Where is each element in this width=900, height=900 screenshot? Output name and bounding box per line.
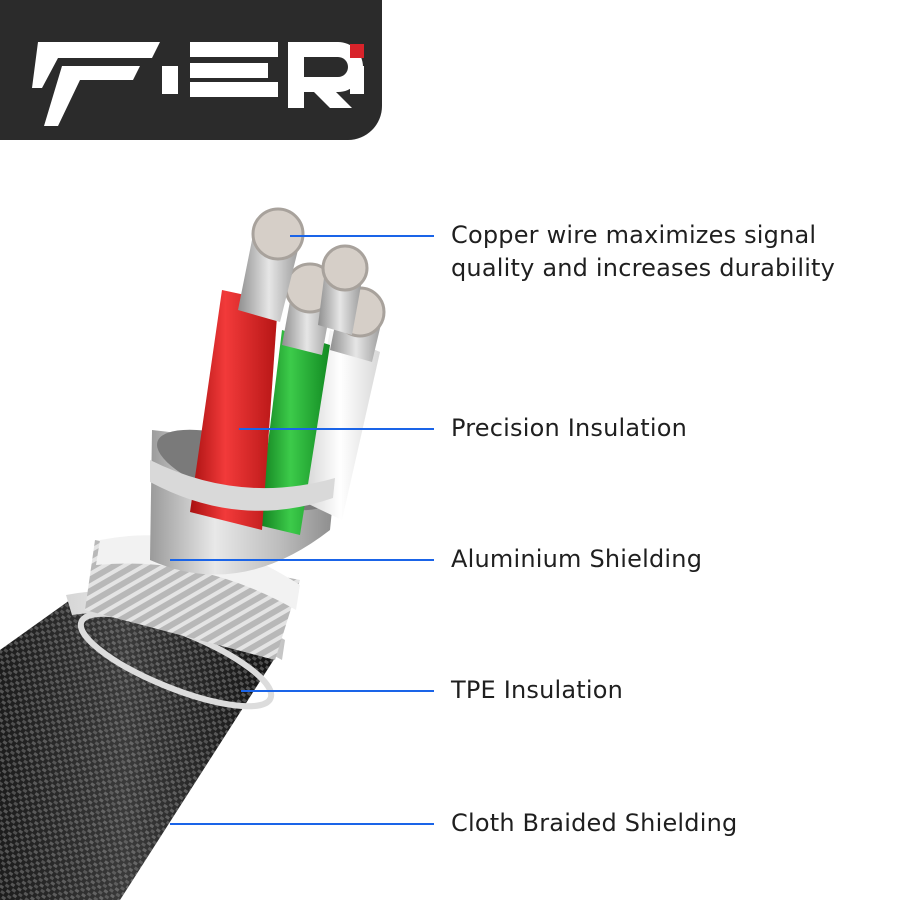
red-wire	[190, 207, 305, 530]
leader-line-precision-insulation	[239, 428, 434, 430]
logo-accent	[350, 44, 364, 58]
callout-cloth-braided-shielding: Cloth Braided Shielding	[451, 809, 738, 837]
callout-tpe-insulation: TPE Insulation	[451, 676, 624, 704]
leader-line-cloth-braided	[170, 823, 434, 825]
shield-rim	[150, 460, 335, 511]
leader-line-copper	[290, 235, 434, 237]
cable-illustration	[0, 207, 386, 900]
cloth-braid	[0, 597, 280, 900]
callout-copper-wire-line-1: Copper wire maximizes signal	[451, 221, 817, 249]
callout-precision-insulation: Precision Insulation	[451, 414, 688, 442]
green-wire	[258, 262, 336, 535]
leader-line-tpe-insulation	[241, 690, 434, 692]
back-conductor	[318, 244, 369, 335]
leader-line-aluminium-shielding	[170, 559, 434, 561]
callout-copper-wire: Copper wire maximizes signal quality and…	[451, 219, 835, 285]
logo-banner	[0, 0, 382, 140]
callout-copper-wire-line-2: quality and increases durability	[451, 254, 836, 282]
fieri-logo	[32, 42, 364, 126]
callout-aluminium-shielding: Aluminium Shielding	[451, 545, 703, 573]
